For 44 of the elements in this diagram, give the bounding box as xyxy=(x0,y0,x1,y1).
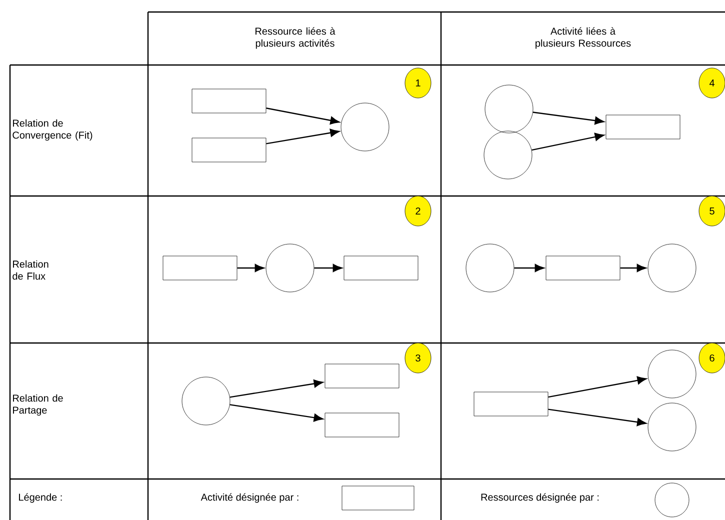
arrow xyxy=(230,404,324,422)
legend-item: Activité désignée par : xyxy=(200,486,414,510)
resource-circle xyxy=(182,376,230,426)
legend-title: Légende : xyxy=(19,493,62,503)
resource-circle xyxy=(484,84,534,134)
arrow xyxy=(266,128,340,144)
arrow xyxy=(532,132,604,151)
legend-item: Ressources désignée par : xyxy=(481,482,690,518)
arrow xyxy=(548,376,647,398)
resource-circle xyxy=(484,130,532,180)
arrow xyxy=(230,380,324,398)
callout-number: 6 xyxy=(698,342,725,374)
arrow xyxy=(532,112,604,125)
activity-box xyxy=(324,412,400,438)
activity-box xyxy=(474,392,548,416)
resource-circle xyxy=(648,350,696,398)
activity-box xyxy=(546,256,620,280)
activity-box xyxy=(344,256,418,280)
arrow xyxy=(237,264,264,272)
resource-circle xyxy=(340,102,390,152)
activity-box xyxy=(162,256,238,280)
resource-circle xyxy=(648,244,696,292)
activity-box xyxy=(192,88,266,114)
arrow xyxy=(314,264,342,272)
resource-circle xyxy=(266,244,314,292)
resource-circle xyxy=(466,244,514,292)
row-label: Relation de Partage xyxy=(13,394,63,416)
callout-number: 2 xyxy=(404,196,432,226)
column-header: Activité liées à plusieurs Ressources xyxy=(536,27,631,49)
row-label: Relation de Flux xyxy=(12,260,48,280)
arrow xyxy=(548,408,646,426)
activity-box xyxy=(606,114,680,140)
callout-number: 5 xyxy=(698,196,725,226)
arrow xyxy=(266,108,340,124)
arrow xyxy=(514,264,544,272)
callout-number: 1 xyxy=(404,68,432,98)
callout-number: 3 xyxy=(404,342,432,374)
activity-box xyxy=(192,138,266,162)
callout-number: 4 xyxy=(698,68,725,98)
arrow xyxy=(620,264,646,272)
row-label: Relation de Convergence (Fit) xyxy=(12,119,92,141)
resource-circle xyxy=(648,402,696,452)
column-header: Ressource liées à plusieurs activités xyxy=(256,27,336,49)
activity-box xyxy=(324,364,400,388)
